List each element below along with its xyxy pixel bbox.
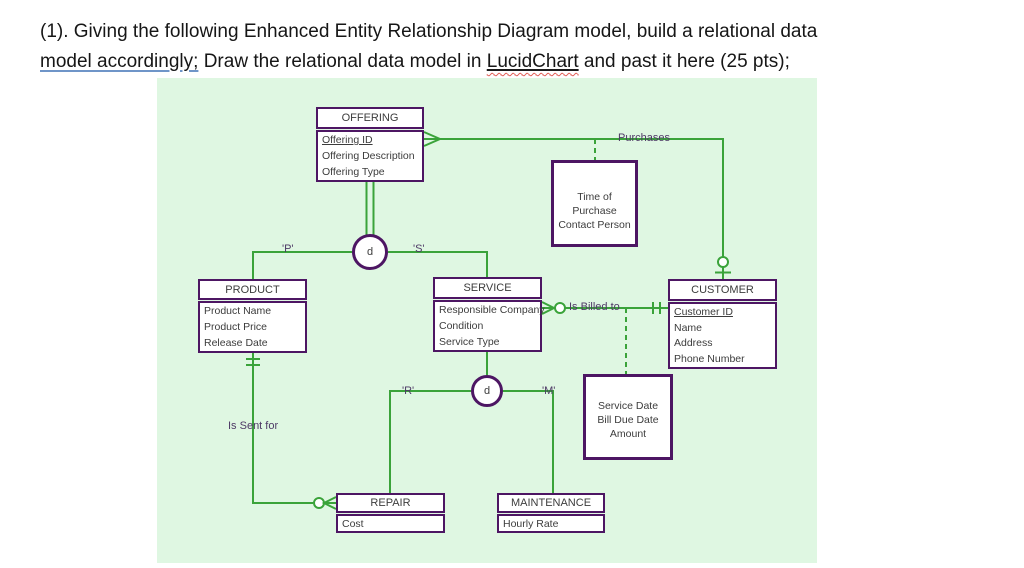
attribute-release-date: Release Date xyxy=(204,337,268,349)
entity-customer-title: CUSTOMER xyxy=(668,279,777,301)
entity-repair: REPAIR Cost xyxy=(336,493,445,533)
attr-bill-due-date: Bill Due Date xyxy=(597,414,659,426)
lucidchart-word: LucidChart xyxy=(486,51,579,72)
label-purchases: Purchases xyxy=(618,132,670,144)
entity-maintenance: MAINTENANCE Hourly Rate xyxy=(497,493,605,533)
attribute-phone-number: Phone Number xyxy=(674,353,745,366)
question-line2-end: and past it here (25 pts); xyxy=(578,51,790,72)
attr-amount: Amount xyxy=(609,428,647,440)
attribute-offering-type: Offering Type xyxy=(322,166,385,178)
attribute-product-price: Product Price xyxy=(204,321,268,333)
attribute-offering-id: Offering ID xyxy=(322,134,373,146)
label-s: 'S' xyxy=(413,243,425,255)
attr-service-date: Service Date xyxy=(597,400,659,412)
attribute-offering-description: Offering Description xyxy=(322,150,415,162)
entity-offering: OFFERING Offering ID Offering Descriptio… xyxy=(316,107,424,182)
attribute-hourly-rate: Hourly Rate xyxy=(503,517,559,530)
entity-offering-title: OFFERING xyxy=(316,107,424,129)
attribute-name: Name xyxy=(674,321,703,334)
attribute-product-name: Product Name xyxy=(204,305,272,317)
entity-product: PRODUCT Product Name Product Price Relea… xyxy=(198,279,307,353)
question-underlined-phrase: model accordingly; xyxy=(40,51,199,72)
entity-service: SERVICE Responsible Company Condition Se… xyxy=(433,277,545,352)
entity-maintenance-title: MAINTENANCE xyxy=(497,493,605,513)
label-p: 'P' xyxy=(282,243,294,255)
label-is-sent-for: Is Sent for xyxy=(228,420,279,432)
question-line2: model accordingly; Draw the relational d… xyxy=(40,47,817,77)
attribute-condition: Condition xyxy=(439,320,484,332)
label-r: 'R' xyxy=(402,385,415,397)
entity-product-title: PRODUCT xyxy=(198,279,307,300)
label-is-billed-to: Is Billed to xyxy=(569,301,620,313)
question-text: (1). Giving the following Enhanced Entit… xyxy=(40,17,817,77)
attribute-service-type: Service Type xyxy=(439,336,500,348)
billing-attributes-box: Service Date Bill Due Date Amount xyxy=(583,374,673,460)
purchase-attributes-box: Time of Purchase Contact Person xyxy=(551,160,638,247)
question-line2-mid: Draw the relational data model in xyxy=(198,51,487,72)
disjoint-circle-d1: d xyxy=(352,234,388,270)
attribute-responsible-company: Responsible Company xyxy=(439,304,545,316)
attribute-cost: Cost xyxy=(342,517,364,530)
entity-repair-title: REPAIR xyxy=(336,493,445,513)
attribute-address: Address xyxy=(674,337,713,350)
entity-service-title: SERVICE xyxy=(433,277,542,299)
entity-customer: CUSTOMER Customer ID Name Address Phone … xyxy=(668,279,777,369)
attr-contact-person: Contact Person xyxy=(558,219,631,231)
disjoint-circle-d2: d xyxy=(471,375,503,407)
question-line1: (1). Giving the following Enhanced Entit… xyxy=(40,21,818,42)
attribute-customer-id: Customer ID xyxy=(674,305,733,318)
attr-time-of-purchase: Time of Purchase xyxy=(572,191,617,217)
label-m: 'M' xyxy=(542,385,556,397)
